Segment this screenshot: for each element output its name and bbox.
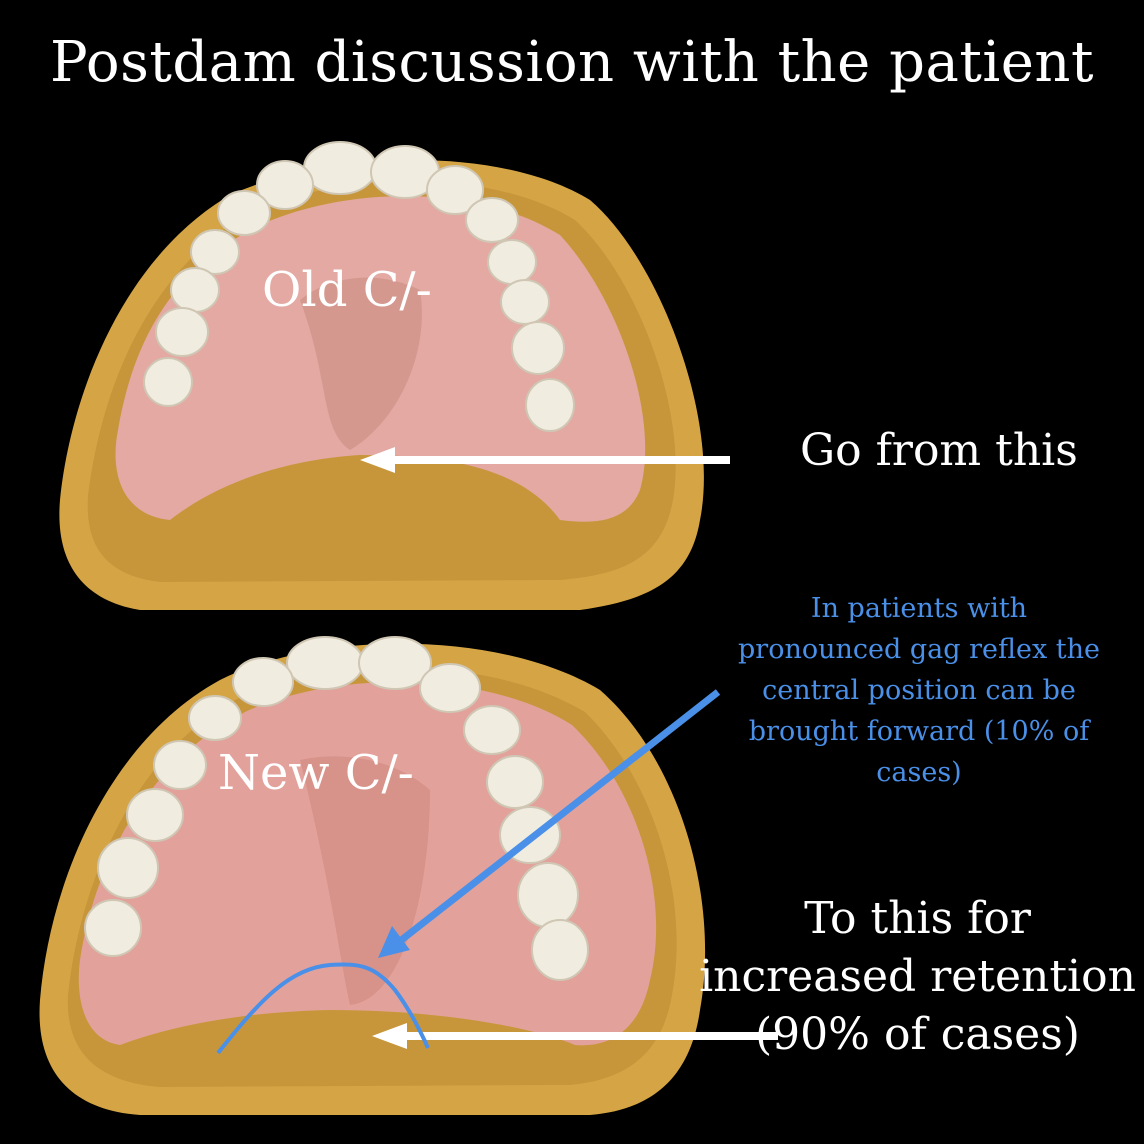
new-denture-label: New C/- [218,745,414,801]
old-denture-label: Old C/- [262,262,432,318]
slide-title: Postdam discussion with the patient [50,30,1094,95]
gag-reflex-arrow-head [378,926,410,958]
go-from-text: Go from this [800,425,1078,476]
to-this-arrow-head [372,1023,407,1049]
postdam-curve [216,962,430,1055]
to-this-text: To this for increased retention (90% of … [699,893,1136,1060]
gag-reflex-note: In patients with pronounced gag reflex t… [738,593,1100,788]
gag-reflex-arrow [392,689,721,948]
old-denture-teeth [143,141,575,432]
new-denture-teeth [84,636,589,981]
go-from-arrow-head [360,447,395,473]
